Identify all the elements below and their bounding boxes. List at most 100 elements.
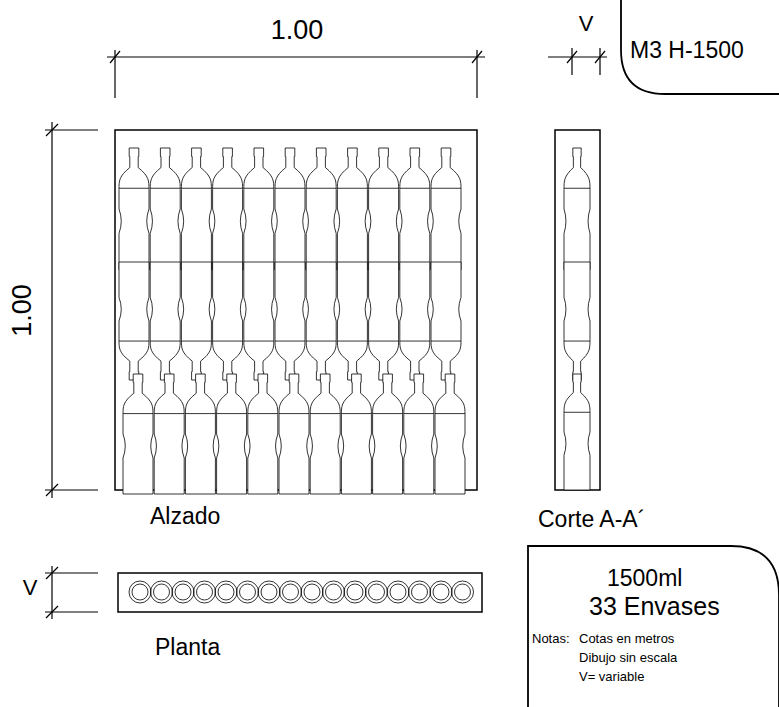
label-band — [213, 341, 243, 342]
bottle-circle — [132, 584, 148, 600]
label-band — [400, 341, 430, 342]
bottle-circle — [215, 581, 237, 603]
bottle — [123, 374, 153, 494]
bottle-circle — [344, 581, 366, 603]
bottle-circle — [218, 584, 234, 600]
bottle — [248, 374, 278, 494]
label-band — [400, 188, 430, 189]
bottle-plan — [129, 581, 474, 603]
bottle-circle — [387, 581, 409, 603]
bottle-circle — [304, 584, 320, 600]
label-band — [369, 188, 399, 189]
bottle — [119, 148, 149, 270]
bottle-circle — [369, 584, 385, 600]
label-band — [181, 188, 211, 189]
label-band — [185, 413, 215, 414]
note-line: Cotas en metros — [579, 632, 674, 645]
bottle-circle — [154, 584, 170, 600]
label-band — [244, 341, 274, 342]
bottle-circle — [455, 584, 471, 600]
bottle — [150, 148, 180, 270]
bottle-circle — [301, 581, 323, 603]
bottle-circle — [129, 581, 151, 603]
view-title: Planta — [155, 636, 220, 659]
label-band — [564, 188, 590, 189]
bottle-circle — [452, 581, 474, 603]
label-band — [248, 413, 278, 414]
bottle — [306, 262, 336, 380]
bottle-circle — [347, 584, 363, 600]
bottle-circle — [430, 581, 452, 603]
bottle-circle — [326, 584, 342, 600]
bottle — [213, 148, 243, 270]
bottle-circle — [151, 581, 173, 603]
volume-text: 1500ml — [607, 567, 682, 590]
count-text: 33 Envases — [589, 594, 720, 619]
bottle — [275, 262, 305, 380]
dimension-label: 1.00 — [9, 284, 36, 337]
bottle-circle — [283, 584, 299, 600]
label-band — [217, 413, 247, 414]
label-band — [431, 341, 461, 342]
bottle-circle — [258, 581, 280, 603]
bottle — [404, 374, 434, 494]
bottle — [306, 148, 336, 270]
label-band — [150, 188, 180, 189]
bottle — [337, 148, 367, 270]
bottle-circle — [194, 581, 216, 603]
label-band — [564, 412, 590, 413]
label-band — [123, 413, 153, 414]
bottle-circle — [240, 584, 256, 600]
bottle-circle — [197, 584, 213, 600]
bottle-circle — [172, 581, 194, 603]
bottle-circle — [433, 584, 449, 600]
bottle-circle — [412, 584, 428, 600]
bottle — [431, 148, 461, 270]
bottle — [279, 374, 309, 494]
label-band — [306, 188, 336, 189]
bottle — [181, 262, 211, 380]
bottle — [341, 374, 371, 494]
bottle — [181, 148, 211, 270]
bottle — [373, 374, 403, 494]
bottle-circle — [323, 581, 345, 603]
label-band — [369, 341, 399, 342]
bottle — [400, 262, 430, 380]
bottle — [310, 374, 340, 494]
block-border — [528, 546, 779, 707]
bottle — [217, 374, 247, 494]
bottle-circle — [366, 581, 388, 603]
label-band — [150, 341, 180, 342]
bottle — [564, 374, 590, 490]
label-band — [431, 188, 461, 189]
label-band — [435, 413, 465, 414]
label-band — [213, 188, 243, 189]
label-band — [337, 341, 367, 342]
section-frame — [555, 130, 600, 490]
label-band — [404, 413, 434, 414]
sheet-code: M3 H-1500 — [630, 39, 744, 62]
bottle-circle — [280, 581, 302, 603]
label-band — [181, 341, 211, 342]
bottle — [564, 148, 590, 270]
notes-heading: Notas: — [532, 632, 570, 645]
bottle — [244, 262, 274, 380]
bottle — [275, 148, 305, 270]
dimension-label: 1.00 — [271, 17, 324, 44]
label-band — [275, 188, 305, 189]
dimension-label: V — [23, 577, 38, 599]
title-block: M3 H-1500 — [620, 0, 779, 95]
bottle — [435, 374, 465, 494]
label-band — [310, 413, 340, 414]
bottles — [119, 148, 590, 494]
label-band — [306, 341, 336, 342]
bottle-circle — [175, 584, 191, 600]
label-band — [564, 341, 590, 342]
note-line: Dibujo sin escala — [579, 651, 677, 664]
bottle — [431, 262, 461, 380]
block-border — [621, 0, 779, 94]
note-line: V= variable — [579, 670, 644, 683]
view-title: Alzado — [150, 505, 220, 528]
label-band — [119, 188, 149, 189]
label-band — [119, 341, 149, 342]
